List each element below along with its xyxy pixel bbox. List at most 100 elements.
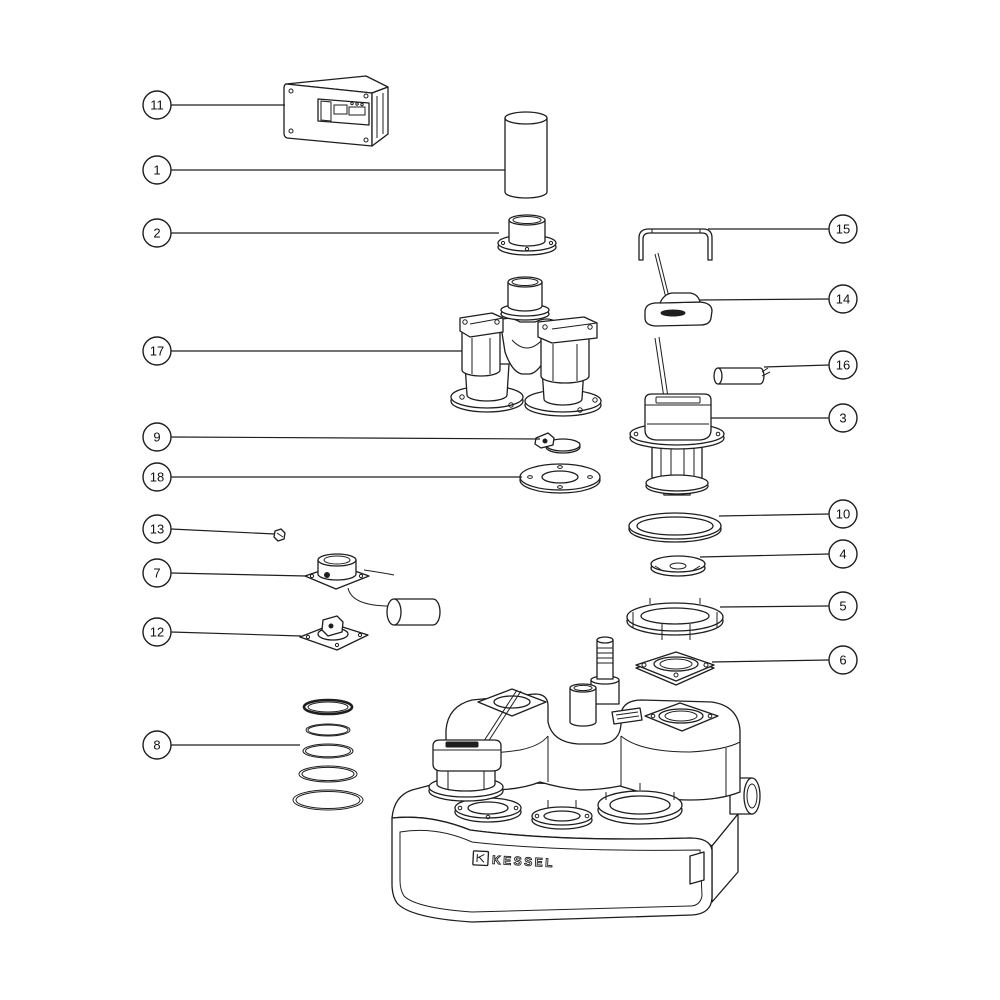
- antenna-rod: [658, 336, 669, 398]
- capacitor-lead: [761, 367, 771, 377]
- cap-edge: [469, 317, 504, 325]
- display-panel: [333, 104, 348, 115]
- bolt-icon: [577, 407, 583, 413]
- callout-8: 8: [142, 730, 300, 760]
- callout-14: 14: [699, 284, 858, 314]
- bolt-hole: [548, 240, 554, 246]
- capacitor: [713, 367, 771, 385]
- callout-circle: [142, 514, 172, 544]
- leader-line: [719, 605, 830, 608]
- bolt-icon: [485, 814, 491, 820]
- pipe-top: [504, 111, 548, 125]
- pump-head-display: [445, 741, 479, 748]
- upper-tier-edge: [620, 735, 741, 753]
- outlet-pipe-bore: [511, 278, 539, 286]
- gasket-hole: [541, 470, 579, 484]
- tank-pump-head: [432, 739, 502, 772]
- o-ring-inner: [307, 724, 349, 736]
- carrying-handle: [638, 228, 713, 261]
- callout-number: 15: [836, 222, 850, 237]
- o-ring-inner: [301, 766, 355, 782]
- indicator-led: [350, 101, 354, 106]
- screw-icon: [288, 88, 294, 94]
- o-ring-inner: [305, 744, 351, 758]
- bolt-hole: [357, 632, 363, 638]
- vent-neck-top: [596, 636, 614, 644]
- callout-15: 15: [708, 214, 858, 244]
- disc-vane: [654, 565, 701, 572]
- o-ring-set: [292, 698, 364, 811]
- small-screw: [273, 528, 286, 542]
- bolt-icon: [513, 805, 519, 811]
- bolt-icon: [584, 813, 590, 819]
- callout-11: 11: [142, 90, 285, 120]
- callout-circle: [828, 591, 858, 621]
- hinge-pin: [542, 438, 548, 444]
- outlet-pipe-bore: [746, 783, 758, 809]
- callout-circle: [828, 539, 858, 569]
- disc-upper: [650, 555, 706, 573]
- sensor-rod: [654, 253, 667, 299]
- o-ring: [298, 765, 358, 783]
- bolt-hole: [641, 662, 647, 668]
- callout-13: 13: [142, 514, 276, 544]
- bolt-icon: [462, 319, 468, 325]
- impeller-disc: [650, 555, 706, 577]
- outlet-pipe: [507, 281, 543, 312]
- kessel-logo-text: KESSEL: [492, 853, 556, 870]
- screw-icon: [288, 128, 294, 134]
- left-base-flange-bore: [467, 801, 509, 815]
- outlet-pipe-end: [743, 777, 761, 815]
- sensor-wire: [363, 569, 395, 576]
- bolt-icon: [707, 713, 713, 719]
- window-inner-edge: [320, 100, 332, 122]
- inlet-neck: [569, 687, 597, 727]
- leader-line: [170, 436, 541, 440]
- bolt-hole: [587, 475, 593, 479]
- callout-9: 9: [142, 422, 541, 452]
- control-box-side: [371, 86, 389, 147]
- callout-circle: [142, 462, 172, 492]
- pump-unit: [629, 336, 725, 496]
- bolt-hole: [557, 485, 563, 489]
- lower-flange-top: [645, 474, 709, 492]
- right-motor-cap: [537, 316, 598, 344]
- pump-head-panel: [655, 396, 701, 404]
- flat-gasket: [519, 463, 601, 494]
- screw-icon: [363, 137, 369, 143]
- bolt-icon: [459, 394, 465, 400]
- kessel-logo-k-icon: [476, 853, 485, 863]
- sensor-flange: [299, 615, 369, 651]
- antenna-rod: [654, 337, 665, 399]
- right-base-flange-bore: [609, 795, 671, 815]
- callout-3: 3: [711, 403, 858, 433]
- bolt-icon: [534, 813, 540, 819]
- bolt-hole: [334, 642, 340, 648]
- bolt-icon: [542, 324, 548, 330]
- callout-12: 12: [142, 617, 302, 647]
- callout-number: 2: [153, 226, 160, 241]
- float-body: [393, 598, 441, 626]
- base-front-inner-edge: [399, 829, 703, 913]
- leader-line: [699, 553, 830, 558]
- callout-4: 4: [699, 539, 858, 569]
- inlet-neck-bore: [573, 684, 593, 692]
- capacitor-body: [717, 367, 765, 385]
- cap-edge: [551, 322, 598, 330]
- side-bracket: [689, 851, 705, 885]
- o-ring: [292, 789, 364, 811]
- callout-number: 5: [839, 599, 846, 614]
- bolt-icon: [650, 713, 656, 719]
- callout-circle: [828, 645, 858, 675]
- kessel-logo: KESSEL: [472, 850, 556, 871]
- clamp-ring-hole: [640, 607, 710, 625]
- left-manhole-cover: [493, 695, 531, 709]
- o-ring: [302, 743, 354, 759]
- clamping-ring: [626, 598, 724, 640]
- callout-circle: [828, 499, 858, 529]
- callout-16: 16: [763, 350, 858, 380]
- o-ring-inner: [295, 791, 361, 809]
- collection-tank: KESSEL: [391, 636, 761, 923]
- callout-2: 2: [142, 218, 499, 248]
- right-manhole-inner: [664, 710, 698, 722]
